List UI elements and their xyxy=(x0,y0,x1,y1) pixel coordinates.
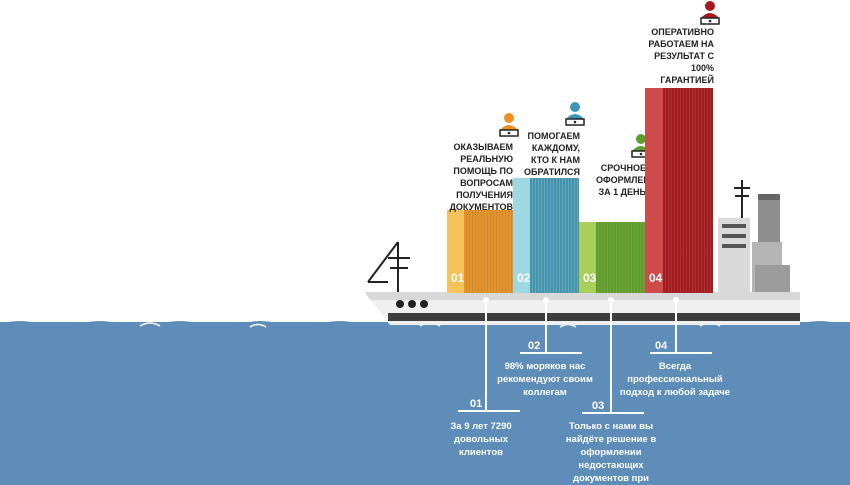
container-stripes xyxy=(464,210,513,293)
container-stripes xyxy=(663,88,713,293)
container-stripes xyxy=(530,178,579,293)
container-caption: ПОМОГАЕМ КАЖДОМУ, КТО К НАМ ОБРАТИЛСЯ xyxy=(524,131,580,177)
note-number: 01 xyxy=(470,398,483,410)
container-stripes xyxy=(596,222,645,293)
porthole xyxy=(408,300,416,308)
note-text: 98% моряков нас рекомендуют своим коллег… xyxy=(497,361,593,398)
container-caption: СРОЧНОЕ ОФОРМЛЕНИЕ ЗА 1 ДЕНЬ xyxy=(596,163,663,197)
leader-line xyxy=(610,300,612,412)
leader-line xyxy=(675,300,677,352)
note-number: 02 xyxy=(528,340,541,352)
note-number: 03 xyxy=(592,400,605,412)
container-04: 04 xyxy=(645,88,713,293)
container-caption: ОПЕРАТИВНО РАБОТАЕМ НА РЕЗУЛЬТАТ С 100% … xyxy=(648,27,714,85)
container-caption: ОКАЗЫВАЕМ РЕАЛЬНУЮ ПОМОЩЬ ПО ВОПРОСАМ ПО… xyxy=(449,142,513,212)
sea xyxy=(0,322,850,485)
leader-line xyxy=(582,412,644,414)
person-icon xyxy=(700,1,720,25)
container-03: 03 xyxy=(579,222,645,293)
container-01: 01 xyxy=(447,210,513,293)
bridge-tower xyxy=(718,218,750,292)
leader-line xyxy=(545,300,547,352)
mast-icon xyxy=(367,241,410,292)
leader-line xyxy=(458,410,520,412)
container-number: 01 xyxy=(451,271,465,285)
note-text: Только с нами вы найдёте решение в оформ… xyxy=(565,421,657,484)
leader-line xyxy=(520,352,582,354)
container-number: 03 xyxy=(583,271,597,285)
person-icon xyxy=(565,102,585,126)
note-text: За 9 лет 7290 довольных клиентов xyxy=(450,421,512,458)
note-text: Всегда профессиональный подход к любой з… xyxy=(619,361,731,398)
container-number: 02 xyxy=(517,271,531,285)
porthole xyxy=(420,300,428,308)
container-number: 04 xyxy=(649,271,663,285)
note-number: 04 xyxy=(655,340,668,352)
leader-line xyxy=(650,352,712,354)
leader-line xyxy=(485,300,487,410)
porthole xyxy=(396,300,404,308)
ship xyxy=(365,180,800,325)
container-02: 02 xyxy=(513,178,579,293)
person-icon xyxy=(499,113,519,137)
